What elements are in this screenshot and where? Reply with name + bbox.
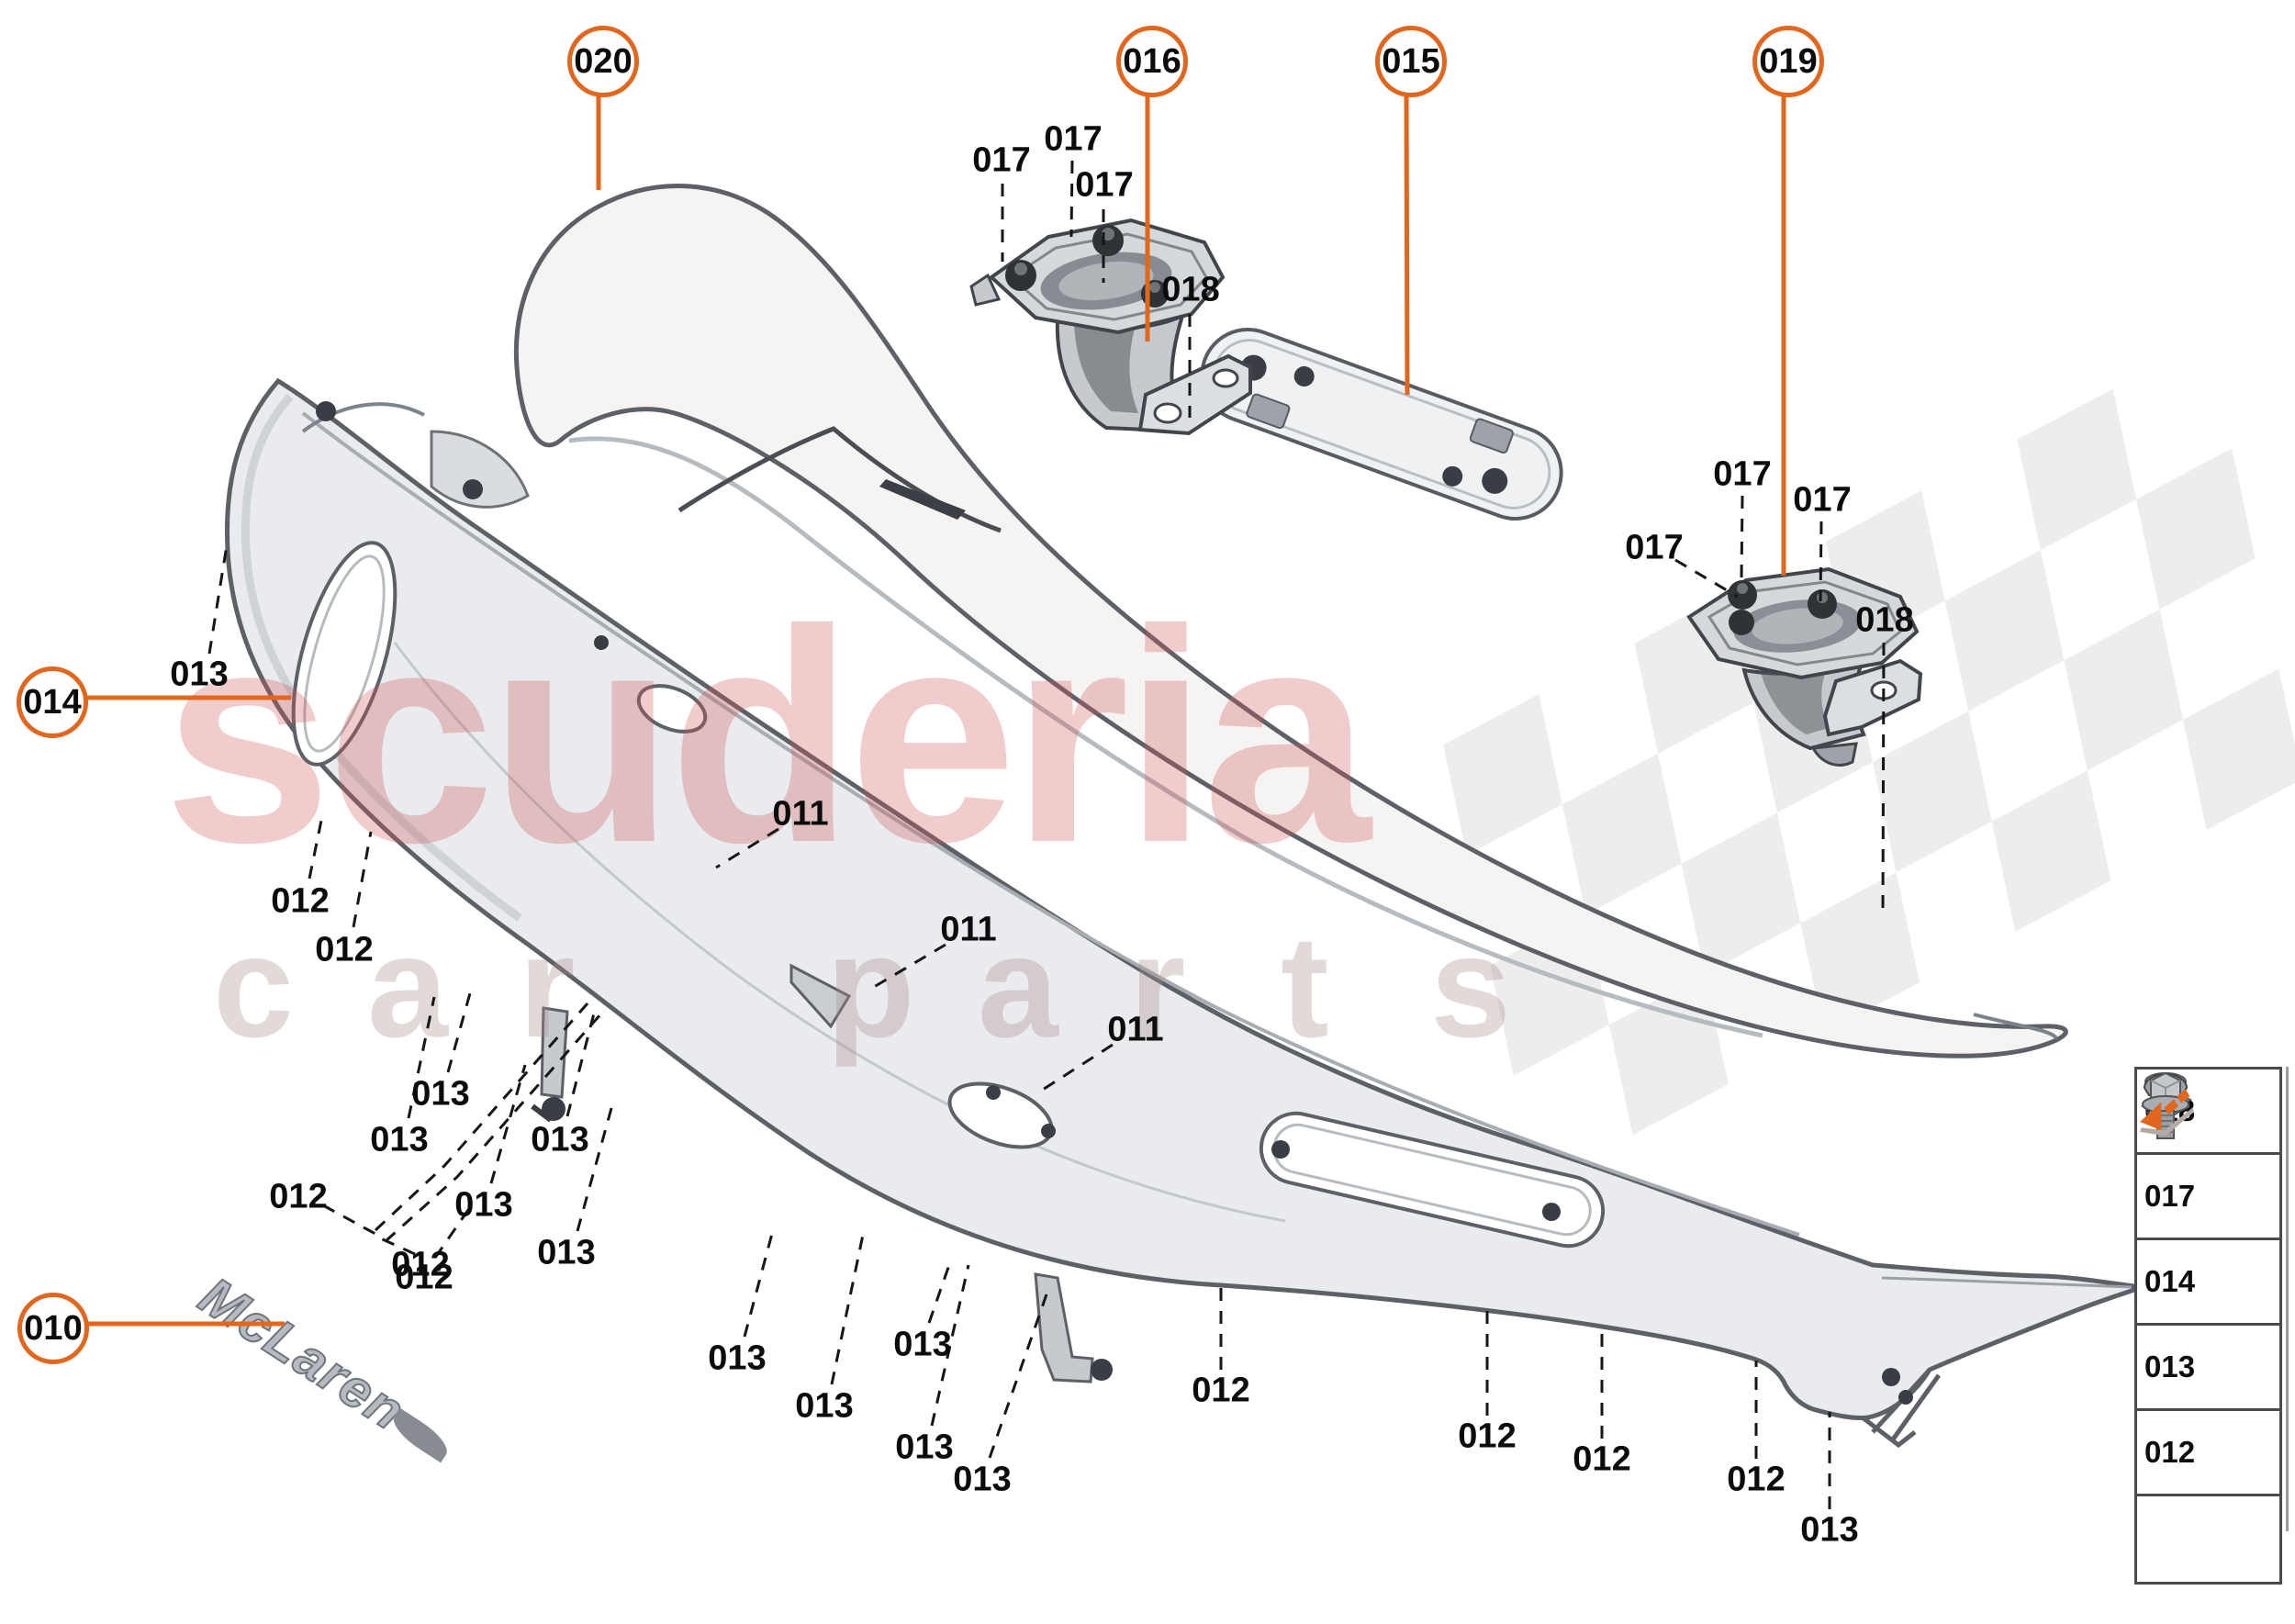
part-label-013[interactable]: 013 xyxy=(895,1428,954,1467)
dashed-leader-013-15 xyxy=(407,996,436,1119)
part-016-bracket[interactable] xyxy=(969,218,1252,436)
callout-circle-020[interactable]: 020 xyxy=(567,26,639,97)
shoulder-screw-icon xyxy=(2144,1072,2272,1148)
callout-circle-014[interactable]: 014 xyxy=(17,666,88,738)
part-label-013[interactable]: 013 xyxy=(1800,1510,1859,1550)
part-label-017[interactable]: 017 xyxy=(1075,165,1134,205)
dashed-leader-011-11 xyxy=(1035,1043,1114,1096)
part-label-017[interactable]: 017 xyxy=(1044,119,1103,159)
dashed-leader-018-7 xyxy=(1881,642,1886,917)
scuderia-arrow-logo-icon xyxy=(2140,1089,2237,1576)
part-label-012[interactable]: 012 xyxy=(395,1258,453,1297)
part-label-011[interactable]: 011 xyxy=(940,910,997,949)
part-label-011[interactable]: 011 xyxy=(1107,1010,1164,1049)
part-011-lower-panel[interactable] xyxy=(224,377,2147,1449)
dashed-connector-1 xyxy=(384,1013,603,1243)
dashed-leader-013-23 xyxy=(830,1234,865,1385)
part-label-018[interactable]: 018 xyxy=(1855,600,1914,640)
dashed-leader-012-12 xyxy=(308,811,325,879)
dashed-leader-012-13 xyxy=(352,831,373,928)
callout-circle-015[interactable]: 015 xyxy=(1375,26,1447,97)
dashed-leader-011-9 xyxy=(715,827,779,869)
part-label-013[interactable]: 013 xyxy=(708,1338,767,1378)
part-020-upper-trim[interactable] xyxy=(513,184,2068,1058)
dashed-leader-012-19 xyxy=(374,1234,416,1256)
legend-part-number: 013 xyxy=(2144,1350,2196,1383)
part-label-017[interactable]: 017 xyxy=(1793,480,1852,520)
callout-circle-016[interactable]: 016 xyxy=(1116,26,1188,97)
dashed-leader-013-22 xyxy=(743,1229,775,1338)
part-label-013[interactable]: 013 xyxy=(795,1386,854,1426)
dashed-leader-013-25 xyxy=(930,1264,970,1427)
dashed-leader-013-17 xyxy=(489,1064,527,1184)
part-label-012[interactable]: 012 xyxy=(315,930,374,969)
part-label-018[interactable]: 018 xyxy=(1161,270,1220,309)
fastener-legend-table: 018017014013012 xyxy=(2134,1067,2282,1585)
dashed-leader-013-8 xyxy=(207,544,229,655)
part-label-012[interactable]: 012 xyxy=(1192,1371,1250,1410)
part-label-012[interactable]: 012 xyxy=(1727,1460,1786,1499)
part-label-012[interactable]: 012 xyxy=(271,881,330,921)
part-label-012[interactable]: 012 xyxy=(1573,1439,1631,1479)
part-label-013[interactable]: 013 xyxy=(370,1120,429,1159)
part-019-bracket[interactable] xyxy=(1686,566,1923,767)
legend-part-number: 012 xyxy=(2144,1435,2196,1469)
part-label-013[interactable]: 013 xyxy=(170,655,229,694)
sidebar-edge-line xyxy=(2286,1067,2289,1531)
dashed-leader-011-10 xyxy=(868,943,946,991)
flange-bolt-icon xyxy=(2142,1071,2272,1489)
part-label-012[interactable]: 012 xyxy=(391,1245,450,1284)
part-label-013[interactable]: 013 xyxy=(953,1460,1012,1499)
dashed-leader-013-26 xyxy=(988,1294,1048,1459)
part-label-017[interactable]: 017 xyxy=(1713,454,1772,494)
button-screw-icon xyxy=(2143,1073,2272,1233)
legend-part-number: 014 xyxy=(2144,1264,2196,1298)
part-label-013[interactable]: 013 xyxy=(537,1233,596,1272)
part-015-mount-plate[interactable] xyxy=(1189,317,1573,532)
u-nut-clip-icon xyxy=(2140,1088,2272,1318)
dashed-leader-013-14 xyxy=(446,992,472,1073)
dashed-leader-017-6 xyxy=(1674,558,1739,599)
checkered-pattern-cells xyxy=(1443,388,2295,1136)
callout-circle-010[interactable]: 010 xyxy=(17,1293,89,1364)
legend-row-012: 012 xyxy=(2137,1071,2279,1496)
part-label-013[interactable]: 013 xyxy=(454,1185,513,1225)
legend-row-logo xyxy=(2137,1089,2279,1582)
part-label-013[interactable]: 013 xyxy=(411,1074,470,1114)
legend-part-number: 017 xyxy=(2144,1179,2196,1213)
legend-row-017: 017 xyxy=(2137,1073,2279,1240)
legend-row-014: 014 xyxy=(2137,1088,2279,1326)
dashed-leader-012-21 xyxy=(433,1209,470,1259)
callout-circle-019[interactable]: 019 xyxy=(1752,26,1824,97)
dashed-leader-017-5 xyxy=(1819,521,1823,602)
part-label-012[interactable]: 012 xyxy=(269,1177,328,1216)
legend-row-013: 013 xyxy=(2137,1071,2279,1411)
part-label-012[interactable]: 012 xyxy=(1458,1417,1517,1456)
part-label-013[interactable]: 013 xyxy=(893,1325,952,1364)
part-label-011[interactable]: 011 xyxy=(772,794,829,834)
dashed-leader-013-24 xyxy=(927,1261,952,1324)
dashed-leader-017-4 xyxy=(1740,495,1744,579)
dashed-leader-017-1 xyxy=(1069,160,1074,238)
dashed-leader-012-18 xyxy=(322,1204,376,1236)
part-label-017[interactable]: 017 xyxy=(972,140,1031,180)
dashed-leader-013-16 xyxy=(565,1009,597,1117)
part-label-017[interactable]: 017 xyxy=(1625,528,1684,567)
dashed-connector-0 xyxy=(374,1002,589,1232)
flange-bolt-icon xyxy=(2142,1071,2272,1404)
leader-line-015 xyxy=(1404,87,1410,396)
part-label-013[interactable]: 013 xyxy=(531,1120,589,1159)
